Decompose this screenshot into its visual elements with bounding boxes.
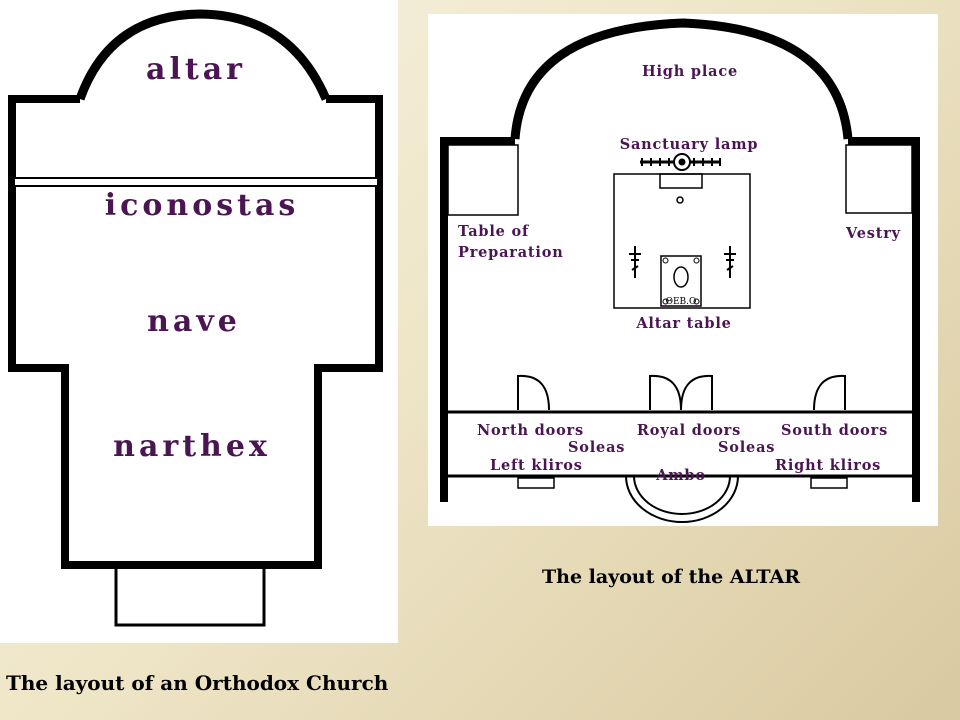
left-cross-icon bbox=[629, 246, 641, 278]
sanctuary-lamp-center bbox=[678, 158, 686, 166]
label-sanctuary-lamp: Sanctuary lamp bbox=[620, 136, 759, 153]
label-altar-table: Altar table bbox=[635, 315, 731, 332]
label-north-doors: North doors bbox=[477, 422, 584, 439]
altar-plan-diagram: High place Sanctuary lamp Table of Prepa… bbox=[440, 18, 920, 523]
label-south-doors: South doors bbox=[781, 422, 888, 439]
royal-door-left bbox=[649, 374, 682, 411]
vestry-box bbox=[845, 144, 913, 214]
church-transept-wall bbox=[8, 95, 383, 569]
label-soleas-right: Soleas bbox=[718, 439, 775, 456]
table-of-preparation bbox=[447, 144, 519, 216]
label-high-place: High place bbox=[642, 63, 738, 80]
label-table-of-preparation-1: Table of bbox=[458, 223, 530, 240]
label-altar: altar bbox=[146, 52, 246, 87]
gospel-corner-mark bbox=[662, 257, 669, 264]
ambo-inner bbox=[633, 475, 731, 515]
label-iconostas: iconostas bbox=[105, 188, 300, 223]
label-left-kliros: Left kliros bbox=[490, 457, 583, 474]
gospel-corner-mark bbox=[693, 298, 700, 305]
church-plan-diagram: altar iconostas nave narthex bbox=[8, 9, 383, 627]
label-right-kliros: Right kliros bbox=[775, 457, 881, 474]
label-table-of-preparation-2: Preparation bbox=[458, 244, 564, 261]
church-plan-caption: The layout of an Orthodox Church bbox=[6, 671, 389, 695]
altar-south-wall bbox=[848, 137, 920, 502]
label-ambo: Ambo bbox=[655, 467, 706, 484]
gospel-book bbox=[660, 255, 702, 307]
label-vestry: Vestry bbox=[845, 225, 901, 242]
label-royal-doors: Royal doors bbox=[637, 422, 741, 439]
left-kliros-stand bbox=[517, 477, 555, 489]
label-soleas-left: Soleas bbox=[568, 439, 625, 456]
altar-table-marker bbox=[676, 196, 684, 204]
right-cross-icon bbox=[724, 246, 736, 278]
altar-plan-panel: High place Sanctuary lamp Table of Prepa… bbox=[428, 14, 938, 526]
altar-table bbox=[613, 173, 751, 309]
south-door-swing bbox=[813, 374, 846, 411]
iconostas-screen bbox=[13, 177, 379, 187]
gospel-corner-mark bbox=[693, 257, 700, 264]
tabernacle bbox=[659, 173, 703, 189]
gospel-oval bbox=[673, 266, 689, 288]
altar-north-wall bbox=[440, 137, 515, 502]
altar-apse-wall bbox=[510, 18, 853, 140]
church-apse-wall bbox=[75, 9, 331, 101]
north-door-swing bbox=[517, 374, 550, 411]
label-nave: nave bbox=[147, 304, 241, 339]
right-kliros-stand bbox=[810, 477, 848, 489]
royal-door-right bbox=[680, 374, 713, 411]
church-porch bbox=[114, 565, 266, 627]
label-narthex: narthex bbox=[113, 429, 271, 464]
gospel-corner-mark bbox=[662, 298, 669, 305]
altar-plan-caption: The layout of the ALTAR bbox=[542, 566, 801, 588]
ambo-outer bbox=[625, 475, 739, 523]
gospel-book-mark: ΘЕВ.О bbox=[666, 297, 697, 307]
church-plan-panel: altar iconostas nave narthex bbox=[0, 0, 398, 643]
